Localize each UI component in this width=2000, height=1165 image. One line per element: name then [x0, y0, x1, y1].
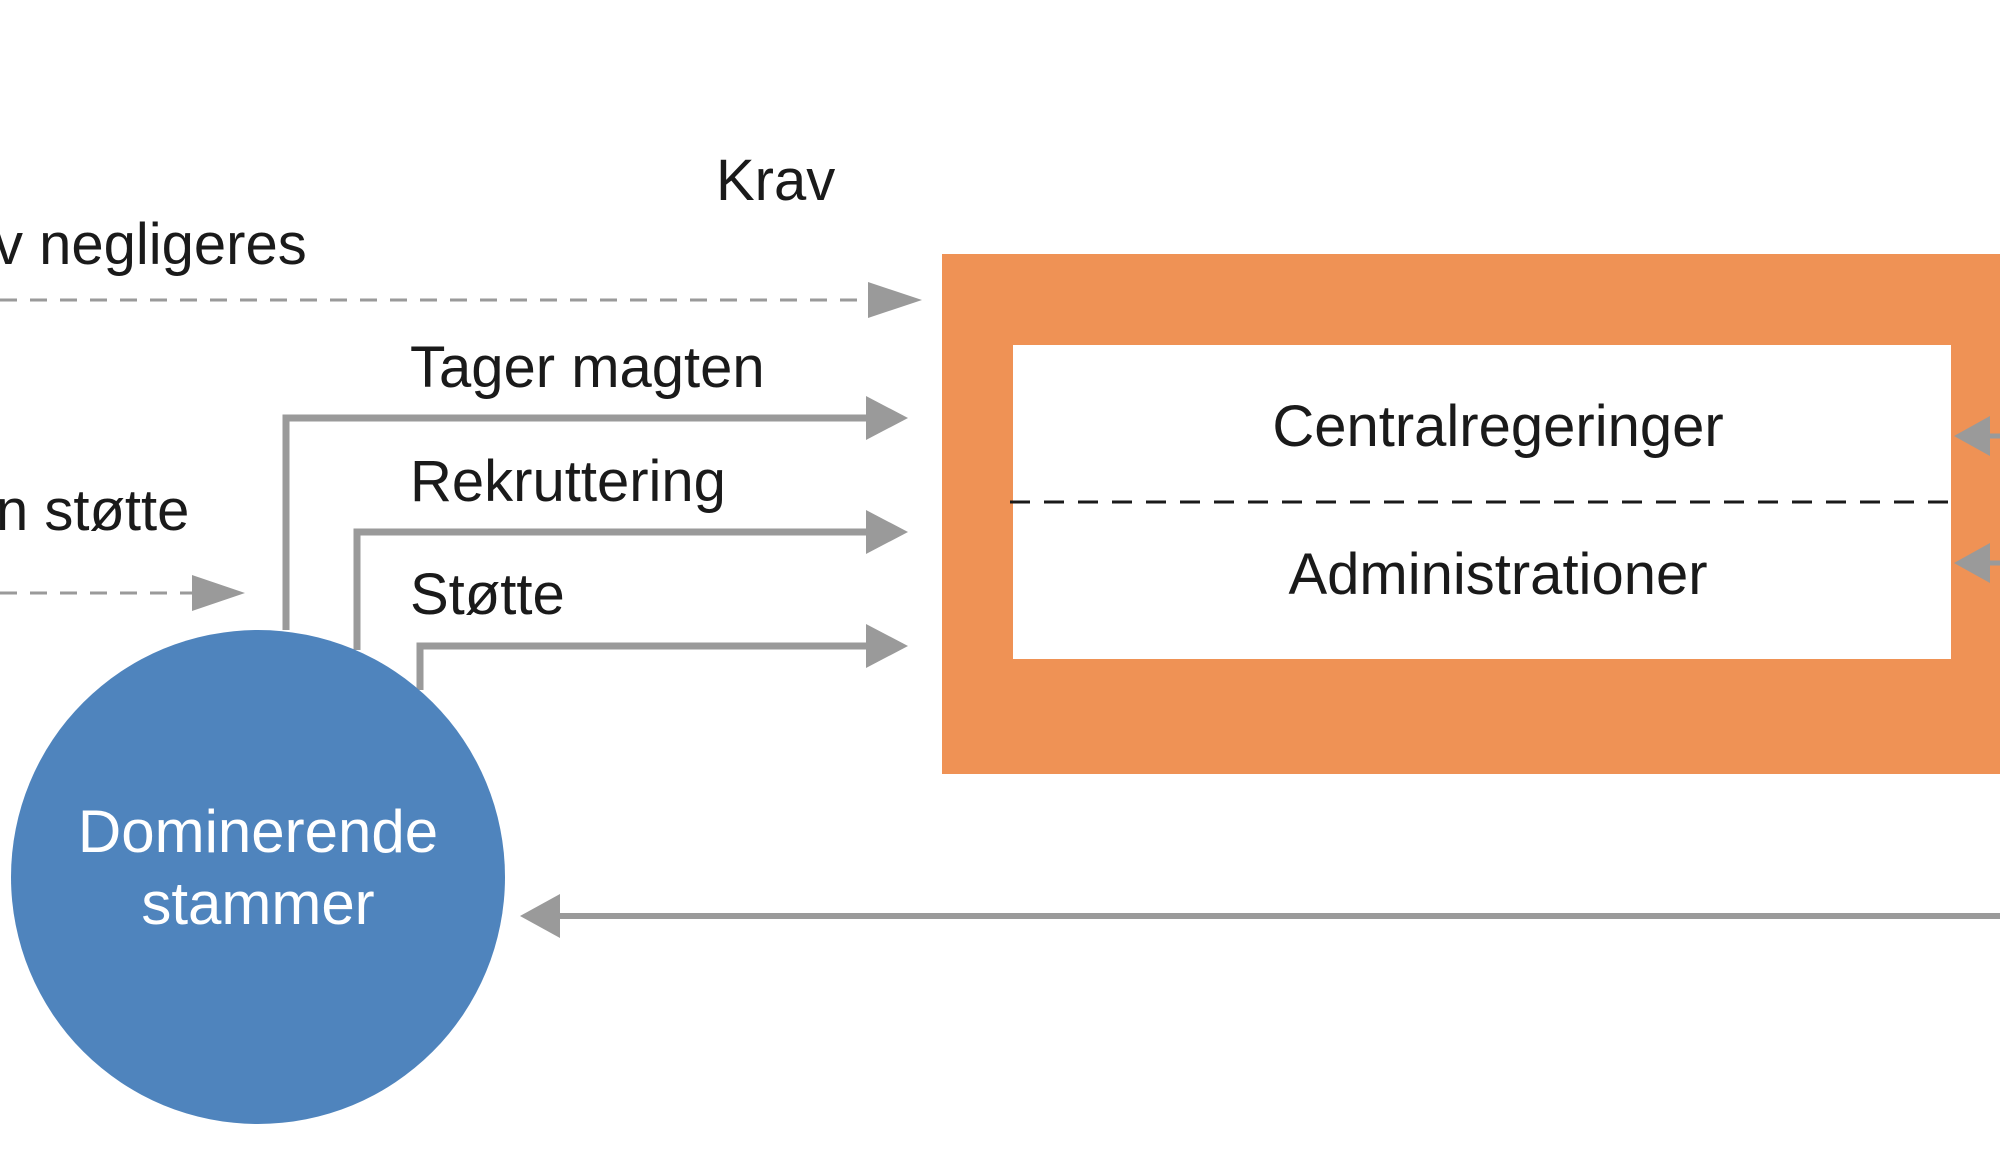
- label-negligeres: v negligeres: [0, 212, 307, 277]
- arrow-tager-magten: [282, 396, 908, 630]
- dominant-tribes-line2: stammer: [141, 870, 374, 937]
- arrow-rekruttering: [353, 510, 908, 650]
- dashed-arrow-stotte: [0, 575, 245, 611]
- central-government-label: Centralregeringer: [1272, 394, 1723, 459]
- label-stotte-partial: n støtte: [0, 478, 189, 543]
- dashed-arrow-negligeres: [0, 282, 922, 318]
- label-stotte: Støtte: [410, 562, 565, 627]
- administrations-label: Administrationer: [1288, 542, 1707, 607]
- dominant-tribes-line1: Dominerende: [78, 798, 438, 865]
- dominant-tribes-circle: [11, 630, 505, 1124]
- right-arrow-lower: [1954, 543, 2000, 583]
- label-tager-magten: Tager magten: [410, 335, 765, 400]
- label-krav: Krav: [716, 148, 835, 213]
- arrow-return-to-tribes: [520, 894, 2000, 938]
- label-rekruttering: Rekruttering: [410, 449, 726, 514]
- arrow-stotte: [416, 624, 908, 690]
- right-arrow-upper: [1954, 416, 2000, 456]
